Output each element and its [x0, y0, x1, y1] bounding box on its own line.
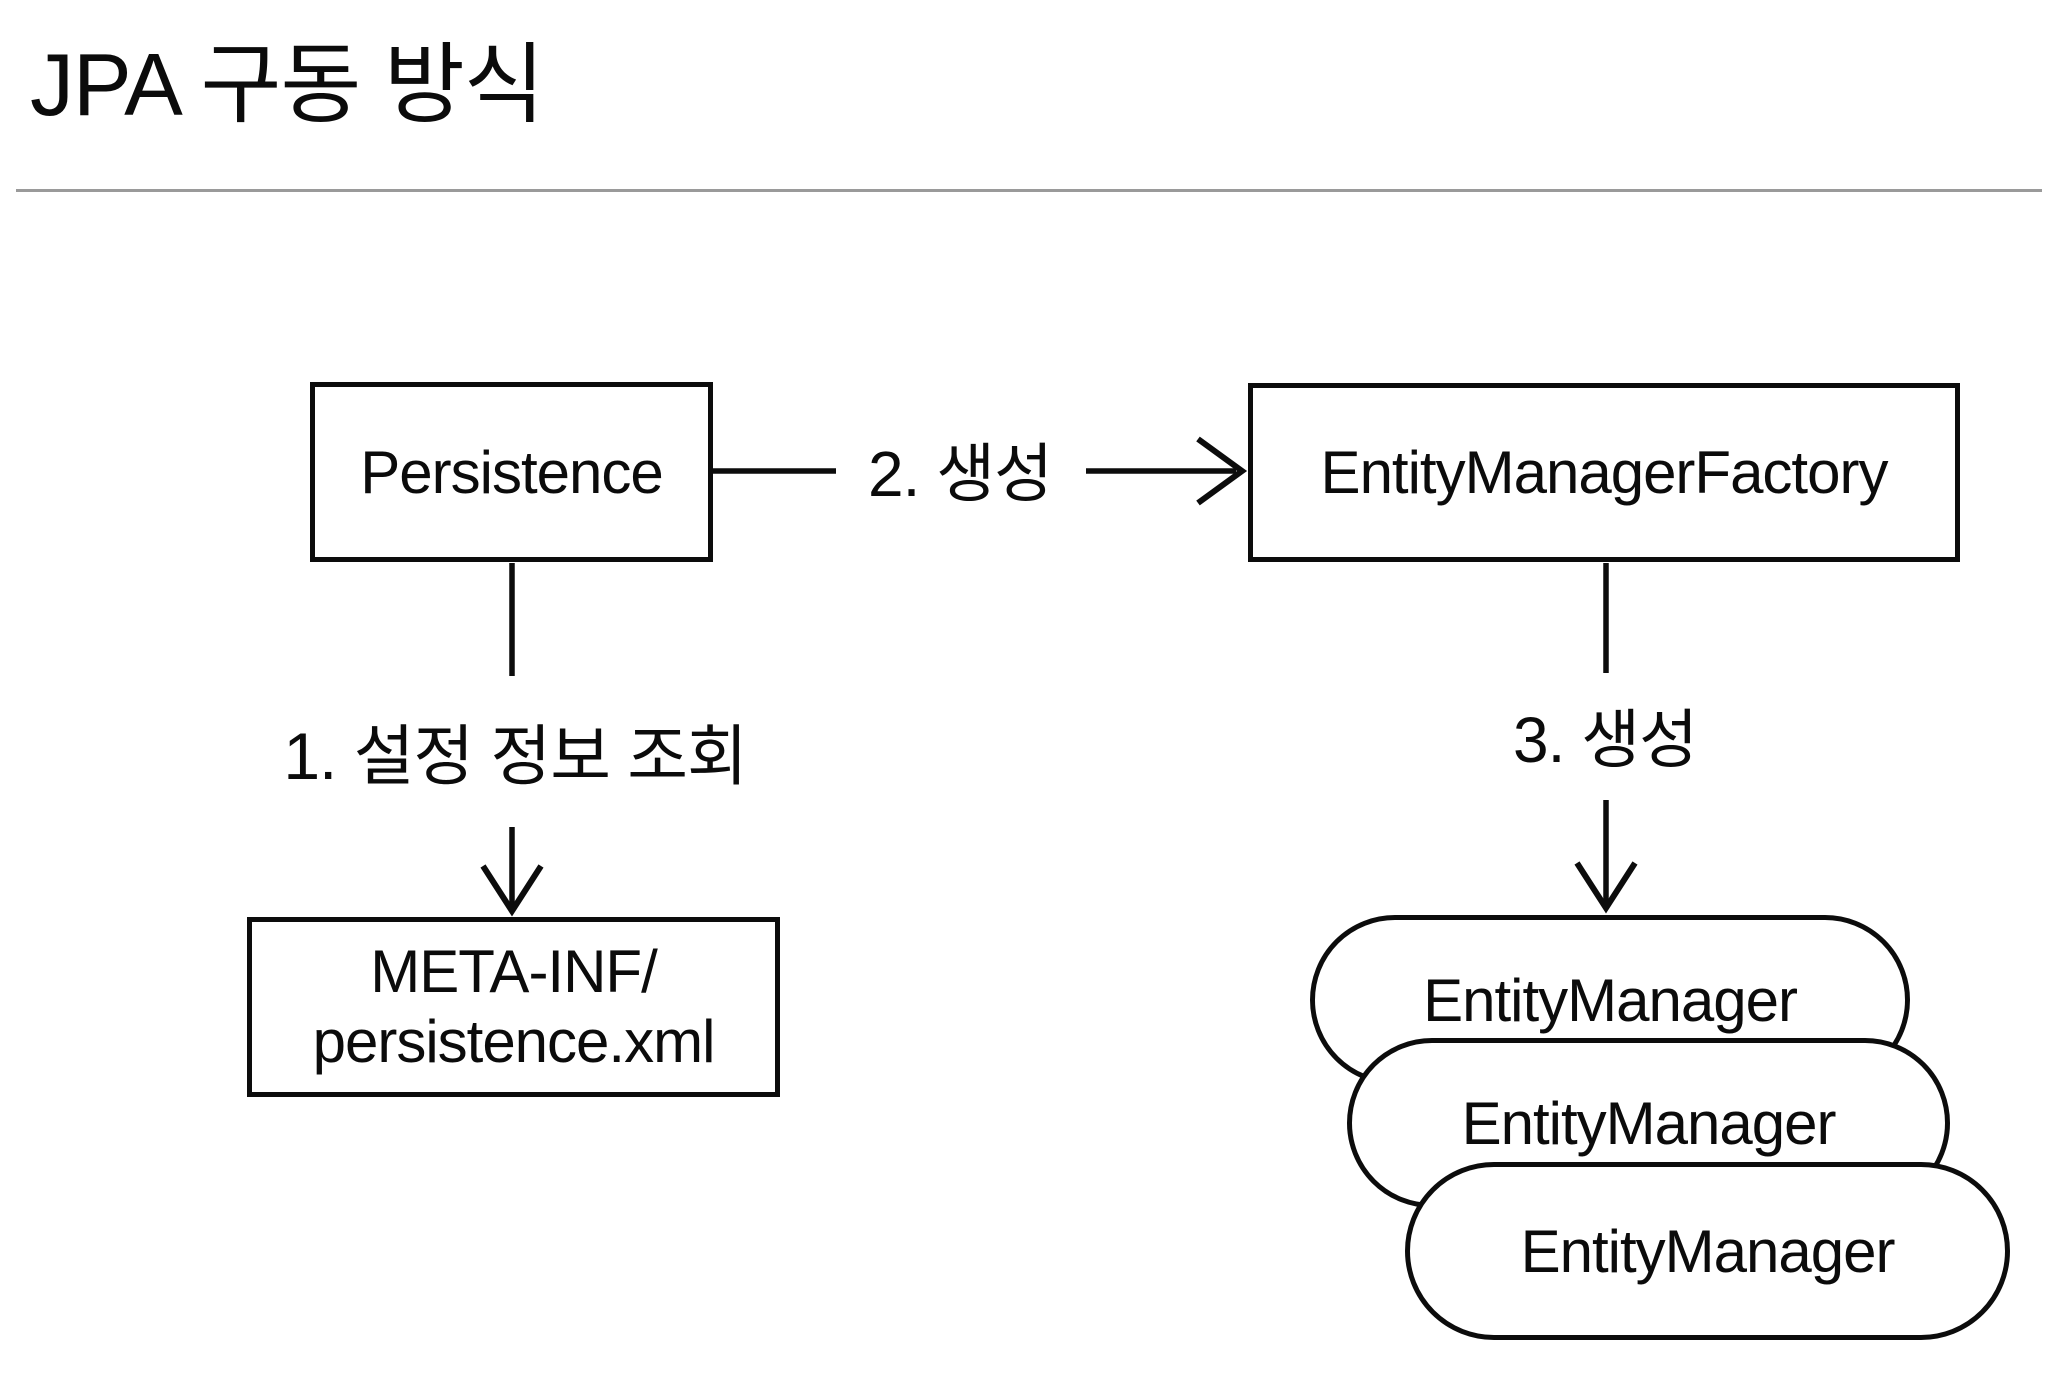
edge-step3-arrowhead-icon [1574, 861, 1638, 914]
entity-manager-label: EntityManager [1423, 966, 1798, 1034]
edge-step1-arrowhead-icon [480, 864, 544, 917]
edge-step1-label: 1. 설정 정보 조회 [283, 719, 747, 793]
persistence-label: Persistence [360, 438, 663, 506]
entity-manager-label: EntityManager [1461, 1089, 1837, 1157]
page-title: JPA 구동 방식 [30, 35, 545, 134]
entity-manager-factory-label: EntityManagerFactory [1320, 439, 1889, 506]
persistence-xml-label-line1: META-INF/ [370, 937, 658, 1005]
persistence-xml-label-line2: persistence.xml [312, 1008, 716, 1075]
entity-manager-pill-front: EntityManager [1405, 1162, 2010, 1340]
persistence-box: Persistence [310, 382, 713, 562]
edge-step2-arrowhead-icon [1196, 436, 1248, 506]
edge-step2-label: 2. 생성 [868, 438, 1053, 510]
persistence-xml-box: META-INF/ persistence.xml [247, 917, 780, 1097]
title-divider [16, 189, 2042, 192]
entity-manager-label: EntityManager [1520, 1217, 1896, 1285]
edge-step3-label: 3. 생성 [1513, 704, 1698, 776]
entity-manager-factory-box: EntityManagerFactory [1248, 383, 1960, 562]
